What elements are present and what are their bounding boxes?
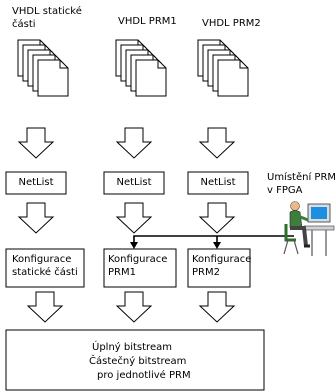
netlist-box-static [5,171,67,195]
arrow-static-to-netlist [18,127,54,159]
output-full-bitstream: Úplný bitstream [92,342,172,353]
output-partial-bitstream: Částečný bitstream [89,356,187,367]
arrow-config-prm1-to-output [116,291,152,323]
vhdl-prm1-doc-stack [115,39,167,97]
vhdl-prm1-label: VHDL PRM1 [118,16,177,27]
arrow-config-prm2-to-output [199,291,235,323]
vhdl-static-doc-stack [17,39,69,97]
vhdl-prm2-label: VHDL PRM2 [202,18,261,29]
vhdl-static-label: VHDL statické části [12,6,82,30]
config-label-prm1: Konfigurace PRM1 [108,254,168,278]
netlist-label-static: NetList [18,177,54,188]
vhdl-prm2-doc-stack [197,39,249,97]
config-box-prm1 [103,248,177,288]
output-box [5,329,265,391]
arrow-netlist-prm2-to-config [199,202,235,234]
placement-arrowhead-prm2 [213,242,221,249]
arrow-netlist-prm1-to-config [116,202,152,234]
netlist-box-prm2 [187,171,249,195]
output-per-prm: pro jednotlivé PRM [97,370,191,381]
config-label-prm2: Konfigurace PRM2 [192,254,252,278]
placement-line [133,235,294,244]
placement-label: Umístění PRM v FPGA [267,172,335,196]
netlist-label-prm1: NetList [116,177,152,188]
config-box-prm2 [187,248,251,288]
config-label-static: Konfigurace statické části [12,254,78,278]
netlist-box-prm1 [103,171,165,195]
arrow-netlist-static-to-config [18,202,54,234]
placement-arrowhead-prm1 [130,242,138,249]
arrow-prm2-to-netlist [199,127,235,159]
person-at-computer-icon [283,201,335,256]
arrow-prm1-to-netlist [116,127,152,159]
config-box-static [5,248,85,288]
arrow-config-static-to-output [27,291,63,323]
netlist-label-prm2: NetList [200,177,236,188]
